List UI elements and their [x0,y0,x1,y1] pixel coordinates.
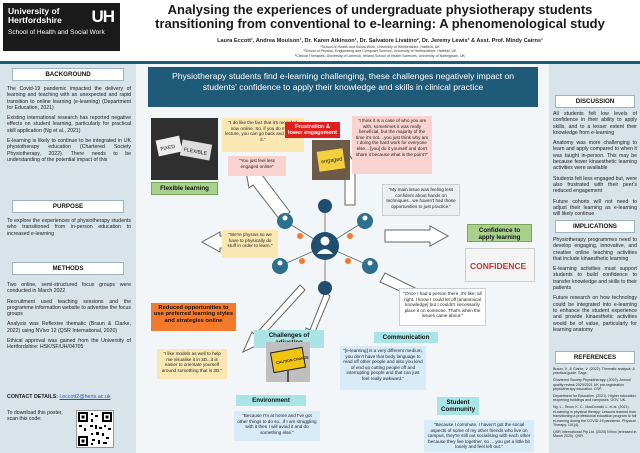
key-finding-banner: Physiotherapy students find e-learning c… [148,67,538,107]
theme-frustration-engagement: Frustration & lower engagement [285,122,340,138]
affiliation-1: ¹School of Health and Social Work, Unive… [320,45,440,49]
implications-paragraph: E-learning activities must support stude… [553,266,637,292]
background-paragraph: E-learning is likely to continue to be i… [7,138,131,163]
reference-item: Ng, L., Seow, K. C., MacDonald, L. et al… [553,405,637,427]
confidence-word-text: CONFIDENCE [470,261,527,271]
dice-text-fixed: FIXED [160,144,176,153]
quote-group-work: "I think it is a case of who you are wit… [352,116,432,174]
affiliation-2: ²School of Physics, Engineering and Comp… [303,49,457,54]
discussion-heading: DISCUSSION [555,95,635,108]
discussion-paragraph: Anatomy was more challenging to learn an… [553,140,637,172]
theme-environment: Environment [236,395,306,406]
quote-home-environment: "Because I'm at home and I've got other … [234,411,320,441]
qr-code-graphic [78,412,112,446]
university-logo: University of Hertfordshire UH School of… [3,3,120,51]
logo-uh-mark: UH [91,7,115,26]
quote-anatomical-knowledge: "Once I had a person there, it's like, a… [399,288,486,326]
theme-flexible-learning: Flexible learning [151,182,218,195]
contact-details: CONTACT DETAILS: l.eccott2@herts.ac.uk [7,394,135,400]
theme-confidence-to-apply: Confidence to apply learning [467,224,532,242]
contact-label: CONTACT DETAILS: [7,394,59,400]
quote-body-language: "[e-learning] is a very different medium… [340,346,426,390]
quote-models-3d: "I like models as well to help me visual… [157,349,227,379]
quote-physios-physically: "We're physios so we have to physically … [222,230,278,258]
engaged-sticky-note-image: engaged [312,140,350,180]
contact-email-link[interactable]: l.eccott2@herts.ac.uk [59,394,111,400]
reference-item: Braun, V., & Clarke, V. (2022). Thematic… [553,367,635,376]
reference-item: Chartered Society Physiotherapy. (2022).… [553,378,631,392]
background-paragraph: The Covid-19 pandemic impacted the deliv… [7,86,131,111]
methods-paragraph: Two online, semi-structured focus groups… [7,282,131,295]
purpose-heading: PURPOSE [12,200,124,213]
methods-heading: METHODS [12,262,124,275]
background-paragraph: Existing international research has repo… [7,115,131,134]
quote-hands-on-confidence: "My main issue was feeling less confiden… [382,184,460,216]
implications-paragraph: Future research on how technology could … [553,295,637,333]
right-column [549,64,640,453]
theme-student-community: Student Community [437,397,479,415]
title-line-1: Analysing the experiences of undergradua… [167,2,593,17]
references-list: Braun, V., & Clarke, V. (2022). Thematic… [553,367,638,441]
methods-paragraph: Ethical approval was gained from the Uni… [7,338,131,351]
reference-item: QSR International Pty Ltd. (2020) NVivo … [553,429,637,439]
header-divider [0,61,640,64]
discussion-paragraph: Students felt less engaged but, were als… [553,175,637,195]
left-column [0,64,136,453]
title-line-2: transitioning from conventional to e-lea… [155,16,605,31]
implications-paragraph: Physiotherapy programmes need to develop… [553,237,637,262]
discussion-text: All students felt low levels of confiden… [553,111,637,221]
quote-less-engaged: "You just feel less engaged online" [228,156,286,176]
caution-sign-photo: CAUTION CHANGE AHEAD [266,342,310,382]
implications-heading: IMPLICATIONS [555,220,635,233]
confidence-photo: CONFIDENCE [465,248,535,282]
affiliation-3: ³Clinical Therapies, University of Limer… [295,53,465,58]
background-text: The Covid-19 pandemic impacted the deliv… [7,86,131,167]
dice-text-flexible: FLEXIBLE [183,147,208,157]
flexible-learning-photo: FIXED FLEXIBLE [151,118,218,180]
methods-text: Two online, semi-structured focus groups… [7,282,131,355]
poster-title: Analysing the experiences of undergradua… [122,3,638,31]
implications-text: Physiotherapy programmes need to develop… [553,237,637,337]
engaged-photo: engaged [312,140,350,180]
purpose-text: To explore the experiences of physiother… [7,218,131,241]
references-heading: REFERENCES [555,351,635,364]
author-list: Laura Eccott¹, Andrea Moulson¹, Dr. Kare… [217,38,543,44]
logo-university-name: University of Hertfordshire [8,6,62,25]
central-people-network-icon [272,199,378,295]
download-text: To download this poster, scan this code: [7,410,63,423]
fixed-flexible-dice-image: FIXED FLEXIBLE [151,118,218,180]
confidence-word-image: CONFIDENCE [466,249,534,281]
qr-code[interactable] [76,410,114,448]
quote-commute-lonely: "Because I commute, I haven't got the so… [424,420,534,452]
logo-department: School of Health and Social Work [8,29,105,36]
engaged-note-text: engaged [321,156,343,165]
reference-item: Department for Education. (2021). Higher… [553,394,637,403]
purpose-paragraph: To explore the experiences of physiother… [7,218,131,237]
background-heading: BACKGROUND [12,68,124,81]
discussion-paragraph: All students felt low levels of confiden… [553,111,637,136]
theme-reduced-opportunities: Reduced opportunities to use preferred l… [151,303,236,331]
methods-paragraph: Analysis was Reflexive thematic (Braun &… [7,321,131,334]
methods-paragraph: Recruitment used teaching sessions and t… [7,298,131,318]
caution-change-ahead-sign: CAUTION CHANGE AHEAD [266,342,310,382]
theme-communication: Communication [374,332,438,343]
affiliations: ¹School of Health and Social Work, Unive… [122,45,638,58]
discussion-paragraph: Future cohorts will not need to adjust t… [553,198,637,218]
